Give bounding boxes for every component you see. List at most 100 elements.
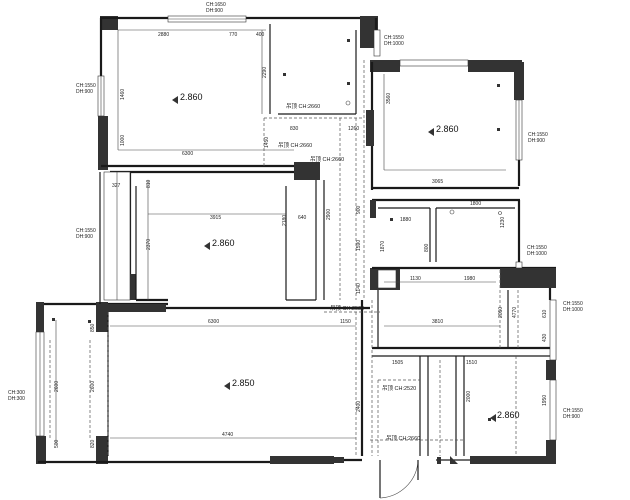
- dim-label: 640: [298, 215, 307, 221]
- outlet-mark: [345, 100, 351, 106]
- level-room-c: 2.860: [212, 238, 235, 248]
- dim-label: 610: [542, 309, 548, 318]
- level-room-d: 2.860: [497, 410, 520, 420]
- ceiling-label: 吊顶 CH:2660: [310, 156, 344, 163]
- corner-column: [360, 16, 378, 48]
- hinge-mark: [450, 456, 458, 464]
- column: [500, 268, 556, 288]
- socket-mark: [88, 320, 91, 323]
- window-dh: DH:900: [563, 414, 580, 420]
- window-dh: DH:900: [206, 8, 223, 14]
- window-dh: DH:300: [8, 396, 25, 402]
- dim-label: 2600: [90, 381, 96, 392]
- window-ch: CH:1550: [528, 132, 548, 138]
- level-symbol: [172, 96, 178, 104]
- dim-label: 810: [146, 179, 152, 188]
- corner-column: [100, 16, 118, 30]
- column: [100, 304, 166, 312]
- window: [515, 261, 523, 269]
- dim-label: 770: [229, 32, 238, 38]
- column: [514, 62, 524, 100]
- dim-label: 1230: [500, 217, 506, 228]
- socket-mark: [347, 39, 350, 42]
- window-annotations: CH:1650 DH:900 CH:1550 DH:1000 CH:1550 D…: [8, 2, 583, 420]
- ceiling-label: 吊顶 CH:2520: [330, 305, 364, 312]
- corner-column: [468, 60, 522, 72]
- dim-label: 1980: [464, 276, 475, 282]
- dim-label: 3560: [386, 93, 392, 104]
- ceiling-annotations: 吊顶 CH:2660 吊顶 CH:2660 吊顶 CH:2660 吊顶 CH:2…: [278, 103, 420, 442]
- dim-label: 1150: [340, 319, 351, 325]
- dim-label: 1880: [400, 217, 411, 223]
- window: [549, 379, 557, 441]
- level-symbol: [224, 382, 230, 390]
- window-ch: CH:1650: [206, 2, 226, 8]
- dim-label: 2900: [326, 209, 332, 220]
- dim-label: 800: [424, 243, 430, 252]
- dim-label: 1870: [380, 241, 386, 252]
- level-symbol: [490, 414, 496, 422]
- level-marks: 2.860 2.860 2.860 2.860 2.850: [172, 92, 520, 422]
- dim-label: 2880: [158, 32, 169, 38]
- window-ch: CH:1550: [76, 83, 96, 89]
- fixtures: [52, 39, 502, 421]
- dim-label: 900: [356, 205, 362, 214]
- window-dh: DH:1000: [384, 41, 404, 47]
- dim-label: 6300: [182, 151, 193, 157]
- window-ch: CH:1550: [563, 301, 583, 307]
- outlet-mark: [449, 209, 455, 215]
- window-ch: CH:1550: [384, 35, 404, 41]
- dim-label: 2180: [282, 215, 288, 226]
- window-ch: CH:1550: [563, 408, 583, 414]
- dim-label: 1460: [120, 89, 126, 100]
- window: [549, 299, 557, 361]
- column: [128, 274, 136, 300]
- dim-label: 1140: [356, 283, 362, 294]
- dim-label: 1590: [356, 240, 362, 251]
- dimension-lines: [55, 29, 506, 444]
- dim-label: 3810: [432, 319, 443, 325]
- ceiling-lines: [49, 60, 519, 456]
- window-dh: DH:900: [528, 138, 545, 144]
- dim-label: 400: [256, 32, 265, 38]
- column: [96, 436, 108, 464]
- socket-mark: [390, 218, 393, 221]
- column: [366, 110, 374, 146]
- closet-door: [377, 269, 397, 289]
- column: [98, 116, 108, 170]
- window-dh: DH:1000: [527, 251, 547, 257]
- dim-label: 3065: [432, 179, 443, 185]
- dim-label: 2370: [146, 239, 152, 250]
- ceiling-label: 吊顶 CH:2660: [286, 103, 320, 110]
- socket-mark: [52, 318, 55, 321]
- dim-label: 1450: [264, 137, 270, 148]
- level-room-e: 2.850: [232, 378, 255, 388]
- dim-label: 327: [112, 183, 121, 189]
- dim-label: 1505: [392, 360, 403, 366]
- column: [546, 440, 556, 464]
- door-stop: [437, 457, 441, 464]
- wall-segment: [470, 456, 556, 464]
- outlet-mark: [498, 211, 502, 215]
- doors: [377, 269, 470, 499]
- window: [399, 59, 469, 67]
- socket-mark: [497, 128, 500, 131]
- corner-column: [36, 302, 44, 332]
- level-symbol: [204, 242, 210, 250]
- dim-label: 6300: [208, 319, 219, 325]
- level-room-a: 2.860: [180, 92, 203, 102]
- dim-label: 3915: [210, 215, 221, 221]
- dim-label: 1130: [410, 276, 421, 282]
- wall-segment: [334, 457, 344, 463]
- window-dh: DH:1000: [563, 307, 583, 313]
- corner-column: [370, 60, 400, 72]
- entry-door-swing: [379, 461, 419, 499]
- window: [373, 29, 381, 57]
- dim-label: 850: [90, 323, 96, 332]
- level-room-b: 2.860: [436, 124, 459, 134]
- column: [294, 162, 320, 180]
- dim-label: 830: [290, 126, 299, 132]
- dim-label: 820: [90, 439, 96, 448]
- dim-label: 1800: [470, 201, 481, 207]
